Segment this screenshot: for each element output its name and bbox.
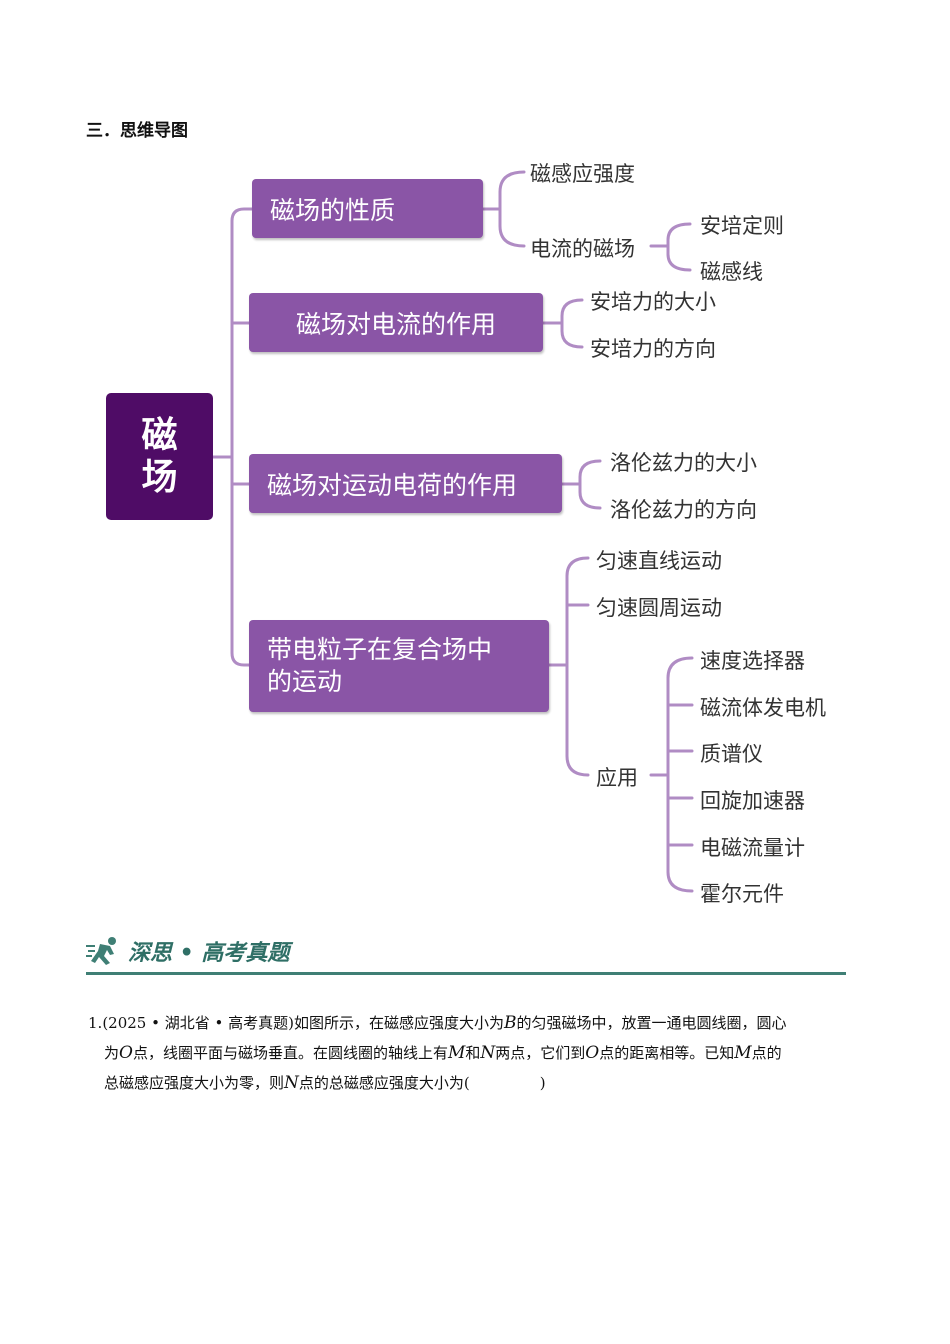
var-n: N (284, 1073, 299, 1093)
question-text: 点的 (751, 1044, 782, 1062)
branch-magnetic-properties: 磁场的性质 (252, 179, 483, 238)
branch-label: 磁场的性质 (270, 195, 396, 225)
var-m: M (734, 1043, 752, 1063)
leaf-applications: 应用 (596, 766, 638, 790)
root-label-char-2: 场 (141, 456, 178, 498)
question-text: ) (539, 1074, 546, 1092)
root-node: 磁 场 (106, 393, 213, 520)
banner-title: 深思 • 高考真题 (128, 940, 290, 966)
question-line-1: 1.(2025 • 湖北省 • 高考真题)如图所示，在磁感应强度大小为B的匀强磁… (88, 1008, 868, 1038)
leaf-hall-element: 霍尔元件 (700, 882, 784, 906)
question-text: 点的距离相等。已知 (599, 1044, 735, 1062)
leaf-em-flowmeter: 电磁流量计 (700, 836, 805, 860)
leaf-velocity-selector: 速度选择器 (700, 649, 805, 673)
var-n: N (480, 1043, 496, 1063)
var-b: B (503, 1013, 517, 1033)
question-text: 为 (104, 1044, 120, 1062)
leaf-ampere-force-direction: 安培力的方向 (590, 337, 716, 361)
mindmap-connectors (211, 170, 694, 893)
leaf-ampere-rule: 安培定则 (700, 214, 784, 238)
leaf-mass-spectrometer: 质谱仪 (700, 742, 763, 766)
section-banner: 深思 • 高考真题 (86, 935, 289, 967)
section-title: 三．思维导图 (86, 121, 188, 141)
branch-compound-field-motion: 带电粒子在复合场中 的运动 (249, 620, 549, 712)
question-number: 1. (88, 1014, 103, 1032)
branch-label-line-1: 带电粒子在复合场中 (267, 635, 493, 664)
var-m: M (447, 1043, 466, 1063)
leaf-magnetic-induction: 磁感应强度 (530, 162, 635, 186)
branch-label-line-2: 的运动 (267, 667, 343, 696)
leaf-uniform-circular-motion: 匀速圆周运动 (596, 596, 722, 620)
question-text: 如图所示，在磁感应强度大小为 (293, 1014, 504, 1032)
leaf-mhd-generator: 磁流体发电机 (700, 696, 826, 720)
leaf-ampere-force-magnitude: 安培力的大小 (590, 290, 716, 314)
var-o: O (119, 1043, 133, 1063)
leaf-field-lines: 磁感线 (700, 260, 763, 284)
question-text: 点的总磁感应强度大小为( (298, 1074, 470, 1092)
banner-underline (86, 972, 846, 975)
question-line-2: 为O点，线圈平面与磁场垂直。在圆线圈的轴线上有M和N两点，它们到O点的距离相等。… (88, 1038, 868, 1068)
question-text: 的匀强磁场中，放置一通电圆线圈，圆心 (516, 1014, 787, 1032)
branch-label: 磁场对运动电荷的作用 (267, 470, 518, 500)
question-text: 和 (465, 1044, 481, 1062)
leaf-lorentz-force-magnitude: 洛伦兹力的大小 (610, 451, 757, 475)
leaf-current-field: 电流的磁场 (530, 237, 635, 261)
branch-force-on-current: 磁场对电流的作用 (249, 293, 543, 352)
leaf-lorentz-force-direction: 洛伦兹力的方向 (610, 498, 757, 522)
branch-label: 磁场对电流的作用 (295, 309, 496, 339)
var-o: O (585, 1043, 600, 1063)
question-text: 点，线圈平面与磁场垂直。在圆线圈的轴线上有 (132, 1044, 448, 1062)
question-1: 1.(2025 • 湖北省 • 高考真题)如图所示，在磁感应强度大小为B的匀强磁… (88, 1008, 868, 1098)
root-label-char-1: 磁 (141, 414, 178, 456)
leaf-cyclotron: 回旋加速器 (700, 789, 805, 813)
question-source: (2025 • 湖北省 • 高考真题) (102, 1014, 294, 1032)
question-text: 两点，它们到 (495, 1044, 586, 1062)
question-line-3: 总磁感应强度大小为零，则N点的总磁感应强度大小为() (88, 1068, 868, 1098)
branch-force-on-moving-charge: 磁场对运动电荷的作用 (249, 454, 562, 513)
leaf-uniform-linear-motion: 匀速直线运动 (596, 549, 722, 573)
question-text: 总磁感应强度大小为零，则 (104, 1074, 285, 1092)
runner-icon (86, 937, 116, 965)
